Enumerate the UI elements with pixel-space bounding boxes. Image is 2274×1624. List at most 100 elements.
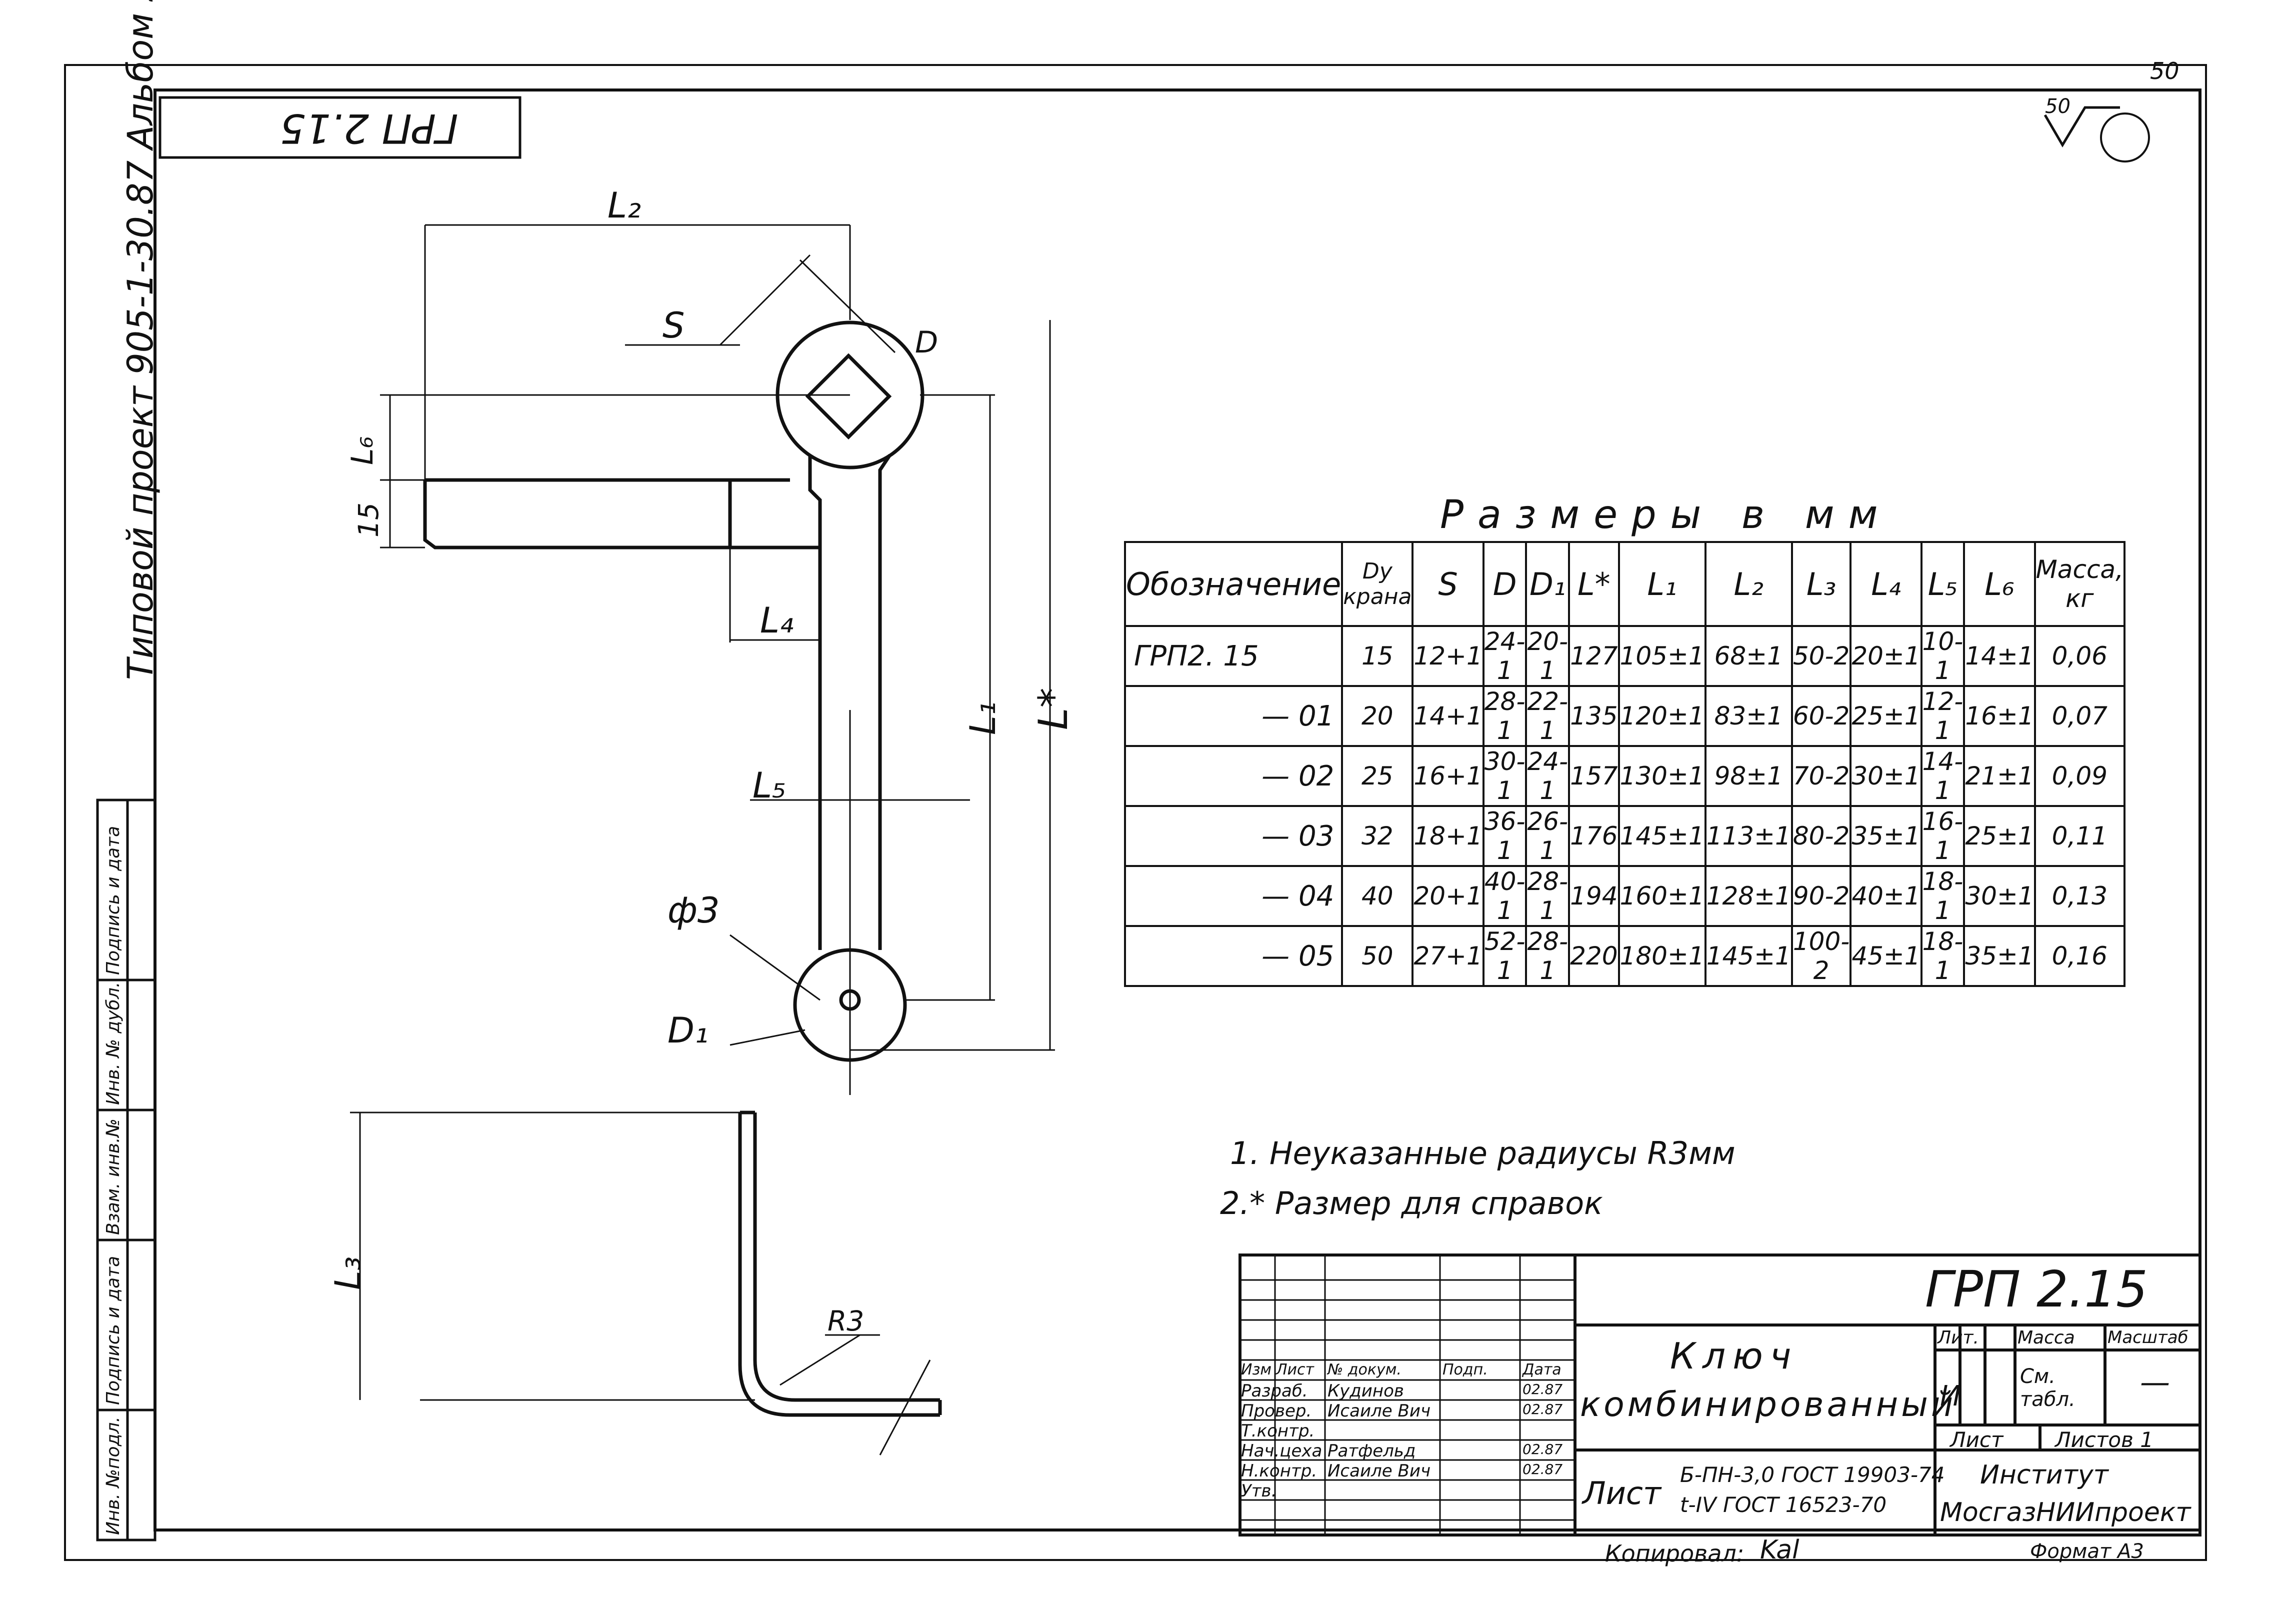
table-cell: 83±1: [1704, 685, 1793, 747]
table-cell: 50: [1341, 925, 1414, 987]
table-header-cell: L₄: [1850, 541, 1922, 627]
left-stamp-frame: [96, 798, 156, 1542]
scale-label: Масштаб: [2108, 1328, 2188, 1348]
table-cell: 0,07: [2034, 685, 2126, 747]
mass-label: Масса: [2018, 1328, 2075, 1348]
table-cell: 70-2: [1790, 745, 1852, 807]
col-list: Лист: [1276, 1361, 1314, 1378]
mass-value: См. табл.: [2020, 1365, 2076, 1411]
table-cell: — 01: [1124, 685, 1344, 747]
org-line1: Институт: [1980, 1460, 2108, 1490]
corner-code-box: [158, 96, 522, 159]
sheet-label: Лист: [1950, 1428, 2004, 1452]
table-cell: 127: [1568, 625, 1620, 687]
table-cell: 157: [1568, 745, 1620, 807]
table-cell: 50-2: [1790, 625, 1852, 687]
copied-signature: Kal: [1760, 1535, 1800, 1565]
label-R3: R3: [828, 1305, 864, 1337]
label-D: D: [915, 325, 938, 360]
table-cell: 14+1: [1412, 685, 1484, 747]
role-label: Разраб.: [1241, 1381, 1308, 1401]
table-header-row: Обозначение Dy крана S D D₁ L* L₁ L₂ L₃ …: [1124, 541, 2126, 627]
role-label: Провер.: [1241, 1401, 1312, 1421]
stamp-inv-podl: Инв. №подл.: [103, 1416, 124, 1535]
table-row: ГРП2. 15 15 12+1 24-1 20-1 127 105±1 68±…: [1124, 625, 2126, 687]
role-date: 02.87: [1522, 1401, 1563, 1418]
label-L2: L₂: [608, 185, 642, 226]
role-label: Т.контр.: [1241, 1421, 1315, 1441]
material-prefix: Лист: [1582, 1475, 1662, 1512]
label-L1: L₁: [962, 701, 1004, 735]
roughness-value: 50: [2045, 95, 2070, 118]
table-cell: 135: [1568, 685, 1620, 747]
table-row: — 05 50 27+1 52-1 28-1 220 180±1 145±1 1…: [1124, 925, 2126, 987]
table-cell: — 04: [1124, 865, 1344, 927]
table-cell: 32: [1341, 805, 1414, 867]
table-cell: 0,11: [2034, 805, 2126, 867]
table-cell: 52-1: [1482, 925, 1528, 987]
table-cell: 40: [1341, 865, 1414, 927]
org-line2: МосгазНИИпроект: [1940, 1498, 2191, 1528]
table-cell: 0,13: [2034, 865, 2126, 927]
table-header-cell: L*: [1568, 541, 1620, 627]
label-D1: D₁: [668, 1010, 708, 1051]
table-header-cell: L₂: [1704, 541, 1793, 627]
note-1: 1. Неуказанные радиусы R3мм: [1230, 1135, 1736, 1172]
table-cell: — 05: [1124, 925, 1344, 987]
role-label: Утв.: [1241, 1481, 1277, 1501]
role-name: Ратфельд: [1328, 1441, 1416, 1461]
key-side-view: [738, 1110, 942, 1417]
table-cell: 130±1: [1618, 745, 1706, 807]
table-cell: 35±1: [1963, 925, 2036, 987]
label-L4: L₄: [760, 600, 794, 641]
table-cell: 12-1: [1920, 685, 1966, 747]
table-cell: 28-1: [1525, 925, 1570, 987]
table-cell: 30-1: [1482, 745, 1528, 807]
table-cell: 12+1: [1412, 625, 1484, 687]
table-cell: 18+1: [1412, 805, 1484, 867]
stamp-sign-date-1: Подпись и дата: [103, 1256, 124, 1405]
col-doc: № докум.: [1328, 1361, 1402, 1378]
sheet-outer-frame: [64, 64, 2207, 1561]
table-header-cell: D₁: [1525, 541, 1570, 627]
table-cell: 25: [1341, 745, 1414, 807]
table-cell: 194: [1568, 865, 1620, 927]
sheets-label: Листов 1: [2055, 1428, 2154, 1452]
table-cell: 30±1: [1963, 865, 2036, 927]
table-cell: 20±1: [1850, 625, 1922, 687]
part-name-line1: Ключ: [1670, 1335, 1798, 1377]
role-name: Исаиле Вич: [1328, 1461, 1431, 1481]
table-header-cell: D: [1482, 541, 1528, 627]
table-cell: 36-1: [1482, 805, 1528, 867]
table-cell: 160±1: [1618, 865, 1706, 927]
table-cell: ГРП2. 15: [1124, 625, 1344, 687]
table-cell: 16+1: [1412, 745, 1484, 807]
table-cell: 120±1: [1618, 685, 1706, 747]
table-cell: 0,09: [2034, 745, 2126, 807]
table-cell: 14-1: [1920, 745, 1966, 807]
label-15: 15: [352, 502, 384, 538]
table-cell: 20-1: [1525, 625, 1570, 687]
col-izm: Изм: [1241, 1361, 1272, 1378]
table-cell: — 03: [1124, 805, 1344, 867]
label-Lstar: L*: [1030, 688, 1076, 730]
col-date: Дата: [1522, 1361, 1562, 1378]
stamp-inv-dubl: Инв. № дубл.: [103, 982, 124, 1105]
role-date: 02.87: [1522, 1381, 1563, 1398]
table-header-cell: Обозначение: [1124, 541, 1344, 627]
table-header-cell: L₁: [1618, 541, 1706, 627]
table-cell: 25±1: [1850, 685, 1922, 747]
table-cell: 18-1: [1920, 865, 1966, 927]
role-date: 02.87: [1522, 1441, 1563, 1458]
table-cell: 113±1: [1704, 805, 1793, 867]
table-header-cell: L₅: [1920, 541, 1966, 627]
table-cell: 24-1: [1482, 625, 1528, 687]
label-L3: L₃: [328, 1256, 368, 1290]
table-header-cell: L₃: [1790, 541, 1852, 627]
role-name: Кудинов: [1328, 1381, 1404, 1401]
format-label: Формат А3: [2030, 1540, 2144, 1563]
table-cell: 25±1: [1963, 805, 2036, 867]
table-cell: 90-2: [1790, 865, 1852, 927]
label-S: S: [662, 305, 685, 346]
label-phi3: ф3: [668, 890, 720, 931]
